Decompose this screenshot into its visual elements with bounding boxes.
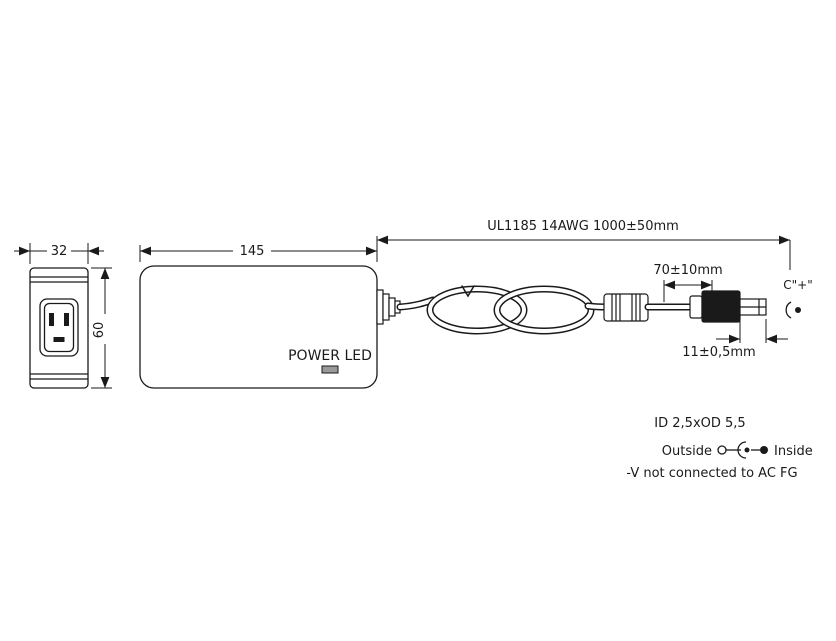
dimension-front-height <box>91 267 112 389</box>
dc-plug <box>689 290 767 323</box>
plug-body <box>701 290 741 323</box>
center-pin-dot-icon <box>744 447 750 453</box>
barrel-dim-text: 11±0,5mm <box>682 345 755 360</box>
fg-note: -V not connected to AC FG <box>626 466 797 481</box>
iec-inlet-pin-left <box>49 313 54 326</box>
cable-coil-loop-inner <box>495 287 593 333</box>
front-width-dim-text: 32 <box>51 244 68 259</box>
outside-terminal-icon <box>717 445 727 455</box>
dimension-body-length <box>139 236 378 262</box>
dimension-front-width <box>14 243 104 264</box>
side-view <box>139 265 378 389</box>
strain-relief-rib <box>376 289 384 325</box>
ferrite-bead <box>603 293 649 322</box>
tip-polarity-label: C"+" <box>783 278 812 292</box>
center-pin-dot-icon <box>795 307 801 313</box>
plug-size-note: ID 2,5xOD 5,5 <box>654 416 745 431</box>
dimension-cable-length <box>377 235 791 270</box>
cable <box>396 285 610 335</box>
body-length-dim-text: 145 <box>240 244 265 259</box>
front-view <box>29 267 89 389</box>
iec-inlet-pin-right <box>64 313 69 326</box>
sleeve-arc-icon <box>785 301 792 319</box>
strain-relief-rib <box>382 293 390 321</box>
iec-inlet-inner-outline <box>43 302 75 353</box>
dimension-text-mask <box>47 244 71 257</box>
dimension-barrel-length <box>716 319 788 344</box>
power-led-indicator <box>321 365 339 374</box>
sleeve-arc-icon <box>737 441 747 459</box>
cable-spec-dim-text: UL1185 14AWG 1000±50mm <box>487 219 679 234</box>
plug-strain-collar <box>689 295 703 319</box>
cable-coil-loop-inner <box>428 287 526 333</box>
polarity-outside-label: Outside <box>662 444 712 459</box>
cable-tie-mark <box>461 285 475 298</box>
ferrite-to-plug-dim-text: 70±10mm <box>653 263 722 278</box>
cable-segment-inner <box>586 304 608 309</box>
strain-relief-rib <box>388 297 396 317</box>
front-height-dim-text: 60 <box>92 322 107 339</box>
polarity-legend-symbol <box>717 441 768 459</box>
dimension-text-mask <box>233 244 271 257</box>
ferrite-bead-outline <box>603 293 649 322</box>
iec-inlet-pin-earth <box>53 337 65 342</box>
adapter-body-outline <box>139 265 378 389</box>
center-positive-symbol <box>785 301 801 319</box>
power-led-label: POWER LED <box>288 348 372 364</box>
polarity-inside-label: Inside <box>774 444 813 459</box>
dimension-ferrite-to-plug <box>663 280 713 302</box>
inside-terminal-icon <box>760 446 768 454</box>
